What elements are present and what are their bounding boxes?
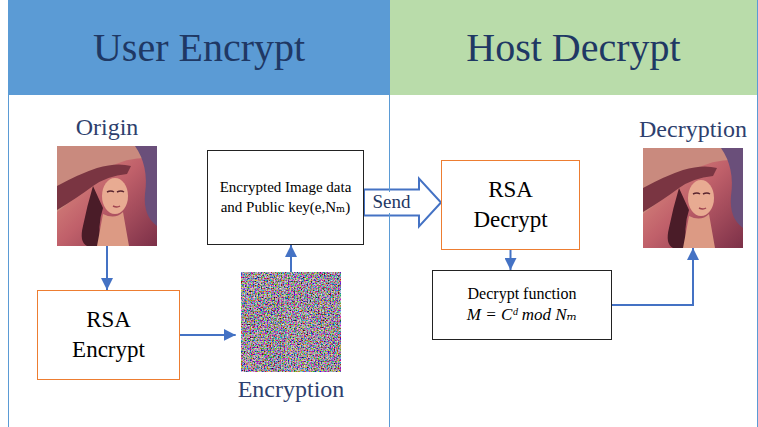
decrypted-image [643,148,743,248]
box-text: RSA Encrypt [52,305,165,365]
panel-heading: User Encrypt [9,0,389,95]
box-text: Encrypted Image data and Public key(e,Nₘ… [216,178,355,217]
encrypted-image [241,272,341,372]
box-text: RSA Decrypt [456,175,565,235]
arrow-connector [510,250,512,270]
image-label: Origin [76,112,139,142]
arrow-connector [290,245,292,272]
image-label: Encryption [238,374,345,404]
process-box: Encrypted Image data and Public key(e,Nₘ… [207,150,364,245]
formula-text: M = Cᵈ mod Nₘ [467,304,577,326]
process-box: Decrypt functionM = Cᵈ mod Nₘ [432,270,612,340]
box-text: Decrypt function [468,284,577,305]
edge-label: Send [371,192,413,213]
image-figure: Decryption [637,114,749,248]
image-label: Decryption [639,114,747,144]
send-arrow [364,179,441,227]
image-figure: Origin [57,112,157,246]
arrow-connector [612,248,693,305]
image-figure: Encryption [236,272,347,404]
arrow-connector [106,246,108,290]
arrow-connector [180,334,236,336]
panel: Host DecryptRSA DecryptDecrypt functionM… [390,0,758,427]
process-box: RSA Decrypt [441,160,580,250]
panel: User EncryptOriginRSA EncryptEncryption E… [8,0,390,427]
process-box: RSA Encrypt [37,290,180,380]
origin-image [57,146,157,246]
panel-heading: Host Decrypt [390,0,757,95]
